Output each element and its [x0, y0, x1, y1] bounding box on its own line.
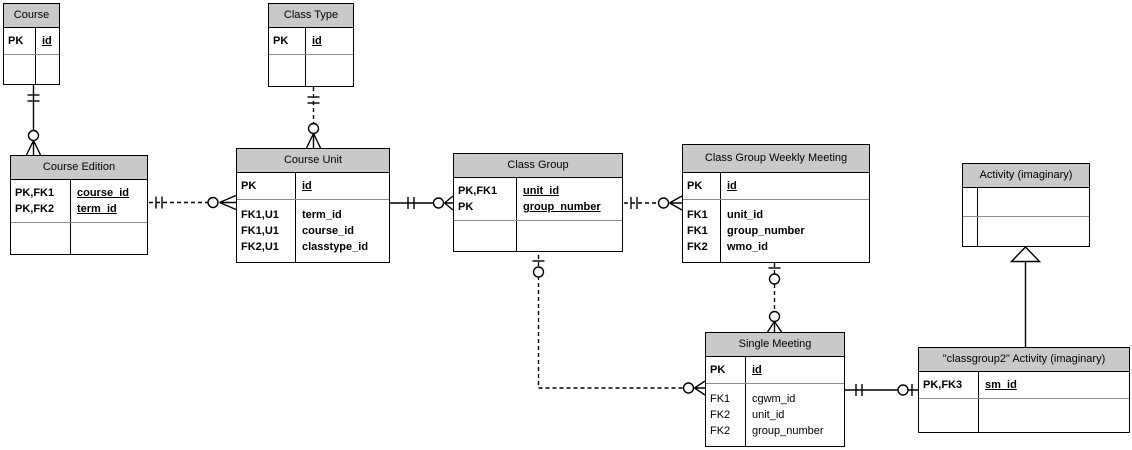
crow-foot-icon: [219, 194, 237, 211]
key-label: PK: [687, 180, 703, 192]
field-name: group_number: [752, 425, 824, 437]
key-label: FK1: [687, 209, 708, 221]
relationship-course-to-course-edition[interactable]: [25, 78, 42, 156]
field-name: group_number: [523, 201, 601, 213]
relationship-course-unit-to-class-group[interactable]: [384, 195, 454, 211]
key-label: FK2: [710, 409, 731, 421]
zero-circle-icon: [532, 266, 545, 278]
key-label: PK,FK1: [458, 185, 498, 197]
field-name: group_number: [727, 225, 805, 237]
key-label: FK1,U1: [241, 209, 279, 221]
zero-circle-icon: [897, 384, 909, 396]
crow-foot-icon: [444, 195, 454, 211]
key-label: FK1: [687, 225, 708, 237]
key-label: PK: [458, 201, 474, 213]
empty-row: [963, 216, 1089, 246]
field-name: classtype_id: [302, 241, 369, 253]
field-name: sm_id: [985, 379, 1017, 391]
table-course[interactable]: Course PK id: [3, 3, 60, 85]
empty-row: [269, 54, 353, 86]
key-label: FK2,U1: [241, 241, 279, 253]
crow-foot-icon: [694, 380, 706, 396]
one-and-only-one-icon: [855, 384, 863, 396]
table-class-group-weekly-meeting[interactable]: Class Group Weekly Meeting PK id FK1 FK1…: [682, 144, 870, 263]
key-label: PK: [8, 35, 24, 47]
key-label: PK,FK3: [923, 379, 963, 391]
zero-circle-icon: [768, 273, 781, 285]
empty-row: [454, 220, 622, 251]
zero-circle-icon: [27, 129, 40, 142]
crow-foot-icon: [305, 133, 322, 149]
empty-row: [963, 188, 1089, 216]
field-name: id: [727, 180, 737, 192]
one-and-only-one-icon: [407, 197, 415, 209]
field-name: unit_id: [752, 409, 785, 421]
one-and-only-one-icon: [155, 196, 163, 209]
empty-row: [11, 222, 147, 254]
one-and-only-one-icon: [27, 94, 40, 102]
field-name: unit_id: [727, 209, 764, 221]
table-title: Class Group Weekly Meeting: [683, 145, 869, 173]
table-title: "classgroup2" Activity (imaginary): [919, 348, 1129, 372]
field-name: unit_id: [523, 185, 560, 197]
zero-circle-icon: [768, 310, 781, 323]
relationship-class-group-to-single-meeting[interactable]: [532, 248, 706, 396]
relationship-class-group-to-weekly-meeting[interactable]: [617, 195, 683, 211]
table-title: Course Unit: [237, 149, 389, 173]
table-class-type[interactable]: Class Type PK id: [268, 3, 354, 87]
empty-row: [919, 398, 1129, 432]
crow-foot-icon: [669, 195, 683, 211]
key-label: PK,FK2: [15, 203, 55, 215]
field-name: course_id: [302, 225, 354, 237]
table-title: Class Type: [269, 4, 353, 28]
relationship-course-edition-to-course-unit[interactable]: [142, 194, 237, 211]
zero-circle-icon: [432, 197, 445, 209]
table-title: Activity (imaginary): [963, 164, 1089, 188]
key-label: PK,FK1: [15, 187, 55, 199]
inheritance-triangle-icon: [1009, 245, 1042, 263]
field-name: term_id: [302, 209, 342, 221]
key-label: FK2: [687, 241, 708, 253]
table-title: Course: [4, 4, 59, 28]
table-title: Course Edition: [11, 156, 147, 180]
field-name: id: [312, 35, 322, 47]
zero-circle-icon: [207, 196, 219, 209]
table-classgroup2-activity-imaginary[interactable]: "classgroup2" Activity (imaginary) PK,FK…: [918, 347, 1130, 433]
zero-circle-icon: [682, 382, 695, 394]
table-course-edition[interactable]: Course Edition PK,FK1 PK,FK2 course_id t…: [10, 155, 148, 255]
field-name: cgwm_id: [752, 393, 796, 405]
key-label: FK2: [710, 425, 731, 437]
field-name: id: [302, 180, 312, 192]
relationship-class-type-to-course-unit[interactable]: [305, 80, 322, 149]
key-label: FK1,U1: [241, 225, 279, 237]
zero-circle-icon: [307, 122, 320, 135]
relationship-line: [537, 248, 684, 389]
table-class-group[interactable]: Class Group PK,FK1 PK unit_id group_numb…: [453, 153, 623, 252]
table-course-unit[interactable]: Course Unit PK id FK1,U1 FK1,U1 FK2,U1 t…: [236, 148, 390, 263]
field-name: course_id: [77, 187, 129, 199]
one-and-only-one-icon: [307, 96, 320, 104]
key-label: PK: [710, 364, 726, 376]
table-single-meeting[interactable]: Single Meeting PK id FK1 FK2 FK2 cgwm_id…: [705, 332, 845, 447]
relationship-weekly-meeting-to-single-meeting[interactable]: [766, 256, 783, 333]
table-title: Single Meeting: [706, 333, 844, 357]
field-name: term_id: [77, 203, 117, 215]
field-name: id: [42, 35, 52, 47]
table-activity-imaginary[interactable]: Activity (imaginary): [962, 163, 1090, 247]
one-and-only-one-icon: [630, 197, 638, 209]
table-title: Class Group: [454, 154, 622, 178]
key-label: PK: [273, 35, 289, 47]
field-name: wmo_id: [727, 241, 768, 253]
inheritance-classgroup2-activity-to-activity[interactable]: [1009, 245, 1042, 353]
field-name: id: [752, 364, 762, 376]
key-label: FK1: [710, 393, 731, 405]
crow-foot-icon: [25, 140, 42, 156]
key-label: PK: [241, 180, 257, 192]
zero-circle-icon: [657, 197, 670, 209]
crow-foot-icon: [766, 321, 783, 333]
relationship-single-meeting-to-classgroup2-activity[interactable]: [845, 384, 918, 396]
empty-row: [4, 54, 59, 84]
